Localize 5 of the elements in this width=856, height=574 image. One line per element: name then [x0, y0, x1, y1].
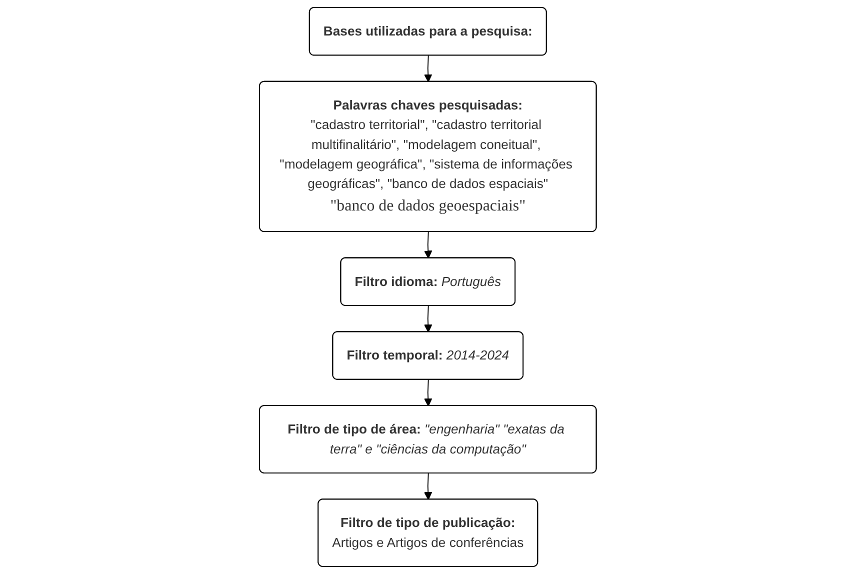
arrow	[424, 472, 432, 500]
arrow	[424, 55, 432, 82]
arrow	[424, 379, 432, 406]
arrow	[424, 232, 432, 259]
arrow	[424, 305, 432, 332]
